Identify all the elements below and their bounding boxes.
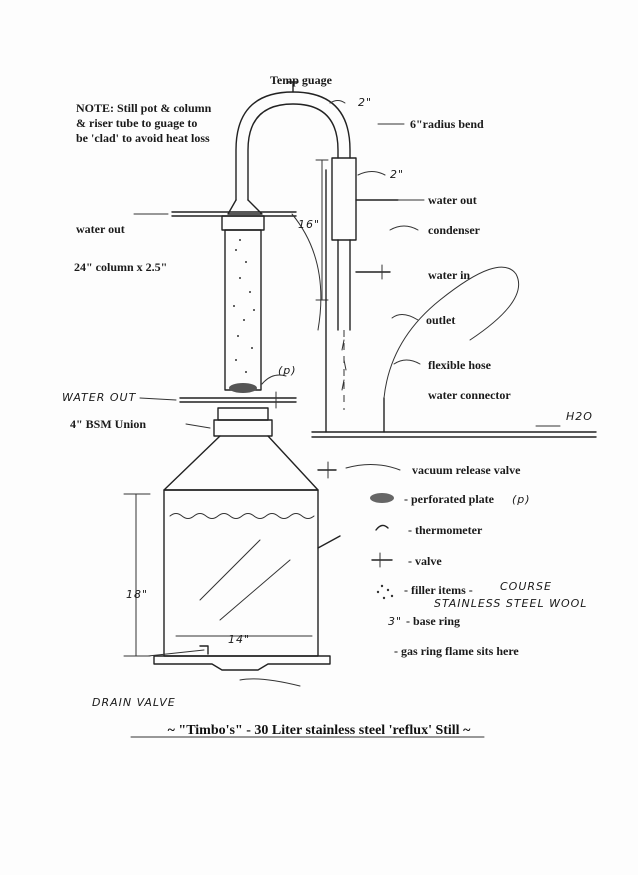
temp-gauge-label: Temp guage (270, 73, 333, 87)
pot-dimension (123, 493, 151, 657)
note-line-1: NOTE: Still pot & column (76, 101, 212, 115)
thermometer-symbol (375, 524, 389, 531)
water-out-hand-label: WATER OUT (62, 391, 137, 404)
condenser-label: condenser (428, 223, 481, 237)
drain-valve-label: DRAIN VALVE (92, 696, 176, 709)
legend-filler-note-2: STAINLESS STEEL WOOL (434, 597, 587, 610)
still-pot (153, 435, 341, 671)
legend-perforated-plate-mark: (p) (512, 493, 531, 506)
note-line-3: be 'clad' to avoid heat loss (76, 131, 210, 145)
water-in-label: water in (428, 268, 470, 282)
condenser-diameter-label: 2" (390, 168, 404, 181)
legend-vacuum-release-valve: vacuum release valve (412, 463, 521, 477)
legend-gas-ring: - gas ring flame sits here (394, 644, 519, 658)
legend-filler-items: - filler items - (404, 583, 473, 597)
riser-diameter-label: 2" (358, 96, 372, 109)
condenser-dimension (315, 100, 386, 301)
perforated-plate-symbol (370, 493, 394, 503)
condenser-length-label: 16" (298, 218, 320, 231)
leader-lines (133, 123, 425, 687)
column (171, 199, 297, 437)
flexible-hose-label: flexible hose (428, 358, 492, 372)
plate-mark-label: (p) (278, 364, 297, 377)
filler-items-symbol (376, 584, 394, 600)
legend-thermometer: - thermometer (408, 523, 483, 537)
water-out-left-label: water out (76, 222, 125, 236)
h2o-label: H2O (566, 410, 593, 423)
legend-base-ring: - base ring (406, 614, 460, 628)
condenser (331, 157, 399, 410)
water-out-right-label: water out (428, 193, 477, 207)
outlet-label: outlet (426, 313, 455, 327)
water-pipe (291, 169, 597, 438)
legend-base-ring-dim: 3" (388, 615, 402, 628)
legend-valve: - valve (408, 554, 442, 568)
pot-width-label: 14" (228, 633, 250, 646)
note-line-2: & riser tube to guage to (76, 116, 197, 130)
diagram-title: ~ "Timbo's" - 30 Liter stainless steel '… (168, 723, 471, 738)
filler-items (233, 239, 255, 373)
riser-tube (235, 81, 351, 201)
union-label: 4" BSM Union (70, 417, 146, 431)
radius-bend-label: 6"radius bend (410, 117, 484, 131)
legend-symbols (370, 493, 394, 600)
pot-height-label: 18" (126, 588, 148, 601)
legend-filler-note-1: COURSE (500, 580, 552, 593)
water-connector-label: water connector (428, 388, 511, 402)
perforated-plate (229, 383, 257, 393)
legend-perforated-plate: - perforated plate (404, 492, 495, 506)
column-label: 24" column x 2.5" (74, 260, 167, 274)
